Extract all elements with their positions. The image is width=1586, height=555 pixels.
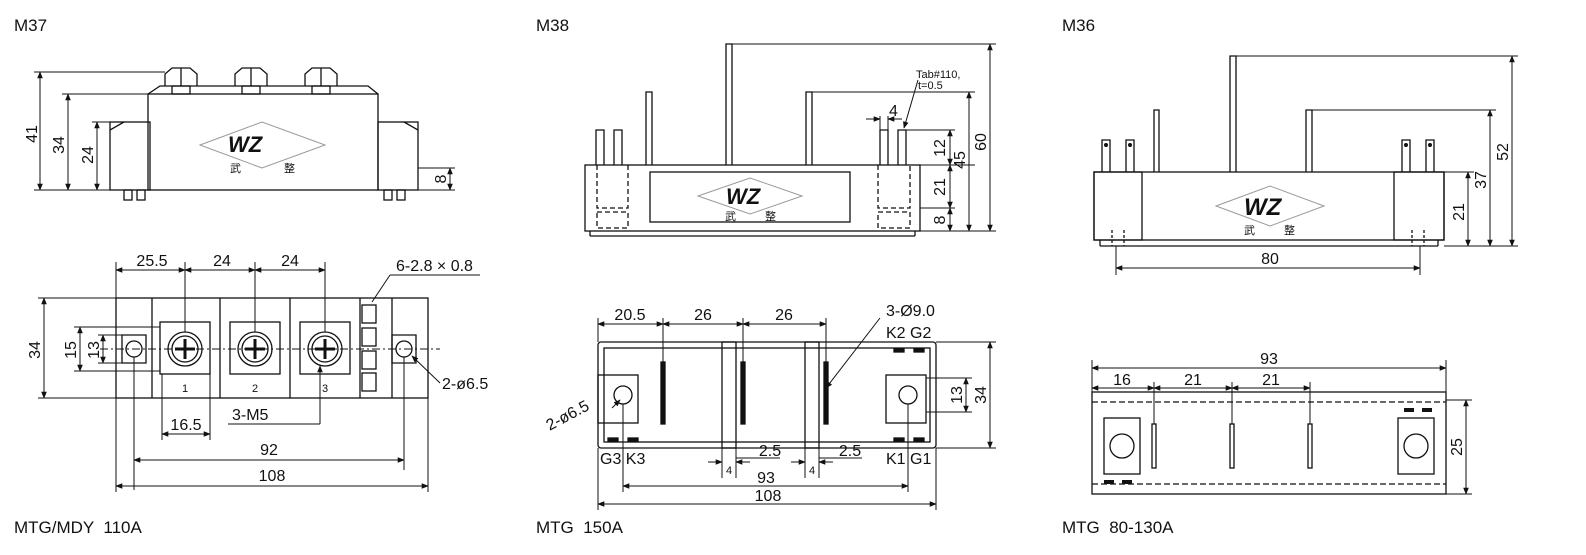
m37-terminal-1: 1 (182, 383, 188, 395)
m37-dim-15: 15 (63, 341, 80, 359)
m37-hole-label: 2-ø6.5 (442, 376, 488, 393)
m36-dim-16: 16 (1113, 372, 1131, 389)
m37-dim-24b: 24 (281, 253, 299, 270)
panel-caption-m38: MTG 150A (536, 518, 623, 537)
m38-dim-108: 108 (755, 488, 782, 505)
m38-dim-2-5a: 2.5 (759, 443, 781, 460)
m38-dim-26b: 26 (775, 307, 793, 324)
m37-tabs-label: 6-2.8 × 0.8 (396, 258, 473, 275)
m36-side-dimensions (1115, 55, 1518, 275)
svg-text:武: 武 (725, 210, 736, 223)
m37-terminal-2: 2 (252, 383, 258, 395)
m38-side-logo: WZ 武 整 (696, 177, 804, 223)
m38-top-dimensions (597, 317, 996, 510)
m37-dim-13: 13 (86, 341, 103, 359)
m38-dim-21: 21 (932, 178, 949, 196)
panel-caption-m36: MTG 80-130A (1062, 518, 1174, 537)
m36-side-view (1093, 55, 1445, 247)
m37-side-logo: WZ 武 整 (198, 121, 327, 175)
m36-pin-dot-1 (1104, 143, 1108, 147)
m38-dim-45: 45 (952, 151, 969, 169)
m38-dim-60: 60 (973, 133, 990, 151)
m38-dim-2-5b: 2.5 (839, 443, 861, 460)
m38-thickness-label: t=0.5 (918, 80, 943, 92)
m38-hole-label: 2-ø6.5 (543, 398, 592, 435)
m36-dim-37: 37 (1473, 171, 1490, 189)
svg-text:整: 整 (284, 161, 295, 175)
m37-dim-41: 41 (24, 125, 41, 143)
m36-dim-52: 52 (1495, 143, 1512, 161)
m38-top-view (597, 341, 937, 449)
m36-top-markers (1104, 408, 1432, 484)
svg-text:WZ: WZ (726, 184, 762, 209)
m38-dim-26a: 26 (694, 307, 712, 324)
m38-dim-20-5: 20.5 (614, 307, 645, 324)
m38-g3k3-label: G3 K3 (600, 451, 645, 468)
m38-holes-label: 3-Ø9.0 (886, 303, 935, 320)
m37-m5-label: 3-M5 (232, 407, 269, 424)
m37-terminal-3: 3 (322, 383, 328, 395)
m38-dim-8: 8 (932, 215, 949, 224)
m37-dim-16-5: 16.5 (170, 417, 201, 434)
m37-dim-24a: 24 (213, 253, 231, 270)
m38-dim-13: 13 (949, 386, 966, 404)
m37-dim-92: 92 (260, 442, 278, 459)
m37-dim-25-5: 25.5 (136, 253, 167, 270)
m38-tab-label: Tab#110, (916, 69, 960, 81)
m38-dim-12: 12 (932, 139, 949, 157)
m38-side-view (584, 43, 921, 237)
m36-side-logo: WZ 武 整 (1214, 185, 1326, 237)
m37-dim-8: 8 (433, 174, 450, 183)
m36-pin-dot-3 (1404, 143, 1408, 147)
m37-dim-34: 34 (51, 136, 68, 154)
m36-dim-93: 93 (1260, 351, 1278, 368)
m38-k1g1-label: K1 G1 (886, 451, 931, 468)
m36-dim-80: 80 (1261, 251, 1279, 268)
m38-dim-4-side: 4 (889, 103, 898, 120)
svg-text:WZ: WZ (1244, 194, 1283, 221)
m36-dim-25: 25 (1449, 438, 1466, 456)
m36-top-view (1091, 391, 1447, 495)
svg-text:整: 整 (765, 209, 776, 223)
m36-dim-21b: 21 (1262, 372, 1280, 389)
m38-dim-93: 93 (757, 470, 775, 487)
panel-code-m38: M38 (536, 16, 570, 35)
m37-side-dimensions (34, 71, 455, 191)
panel-code-m36: M36 (1062, 16, 1096, 35)
m38-k2g2-label: K2 G2 (886, 325, 931, 342)
panel-caption-m37: MTG/MDY 110A (14, 518, 142, 537)
panel-code-m37: M37 (14, 16, 48, 35)
m37-side-view (109, 67, 419, 201)
m36-top-dimensions (1091, 360, 1472, 495)
m36-pin-dot-2 (1128, 143, 1132, 147)
m37-dim-24: 24 (80, 146, 97, 164)
m37-dim-108: 108 (259, 468, 286, 485)
svg-text:WZ: WZ (228, 132, 264, 157)
m38-dim-34: 34 (973, 386, 990, 404)
m38-side-dimensions (732, 43, 996, 232)
svg-text:武: 武 (1244, 224, 1255, 237)
m36-dim-21: 21 (1451, 203, 1468, 221)
m38-dim-4a: 4 (726, 465, 732, 477)
m36-pin-dot-4 (1428, 143, 1432, 147)
m37-dim-34-top: 34 (27, 341, 44, 359)
svg-text:武: 武 (230, 162, 241, 175)
m37-top-dimensions (38, 262, 480, 492)
svg-text:整: 整 (1284, 223, 1295, 237)
m36-dim-21a: 21 (1184, 372, 1202, 389)
m38-dim-4b: 4 (809, 465, 815, 477)
